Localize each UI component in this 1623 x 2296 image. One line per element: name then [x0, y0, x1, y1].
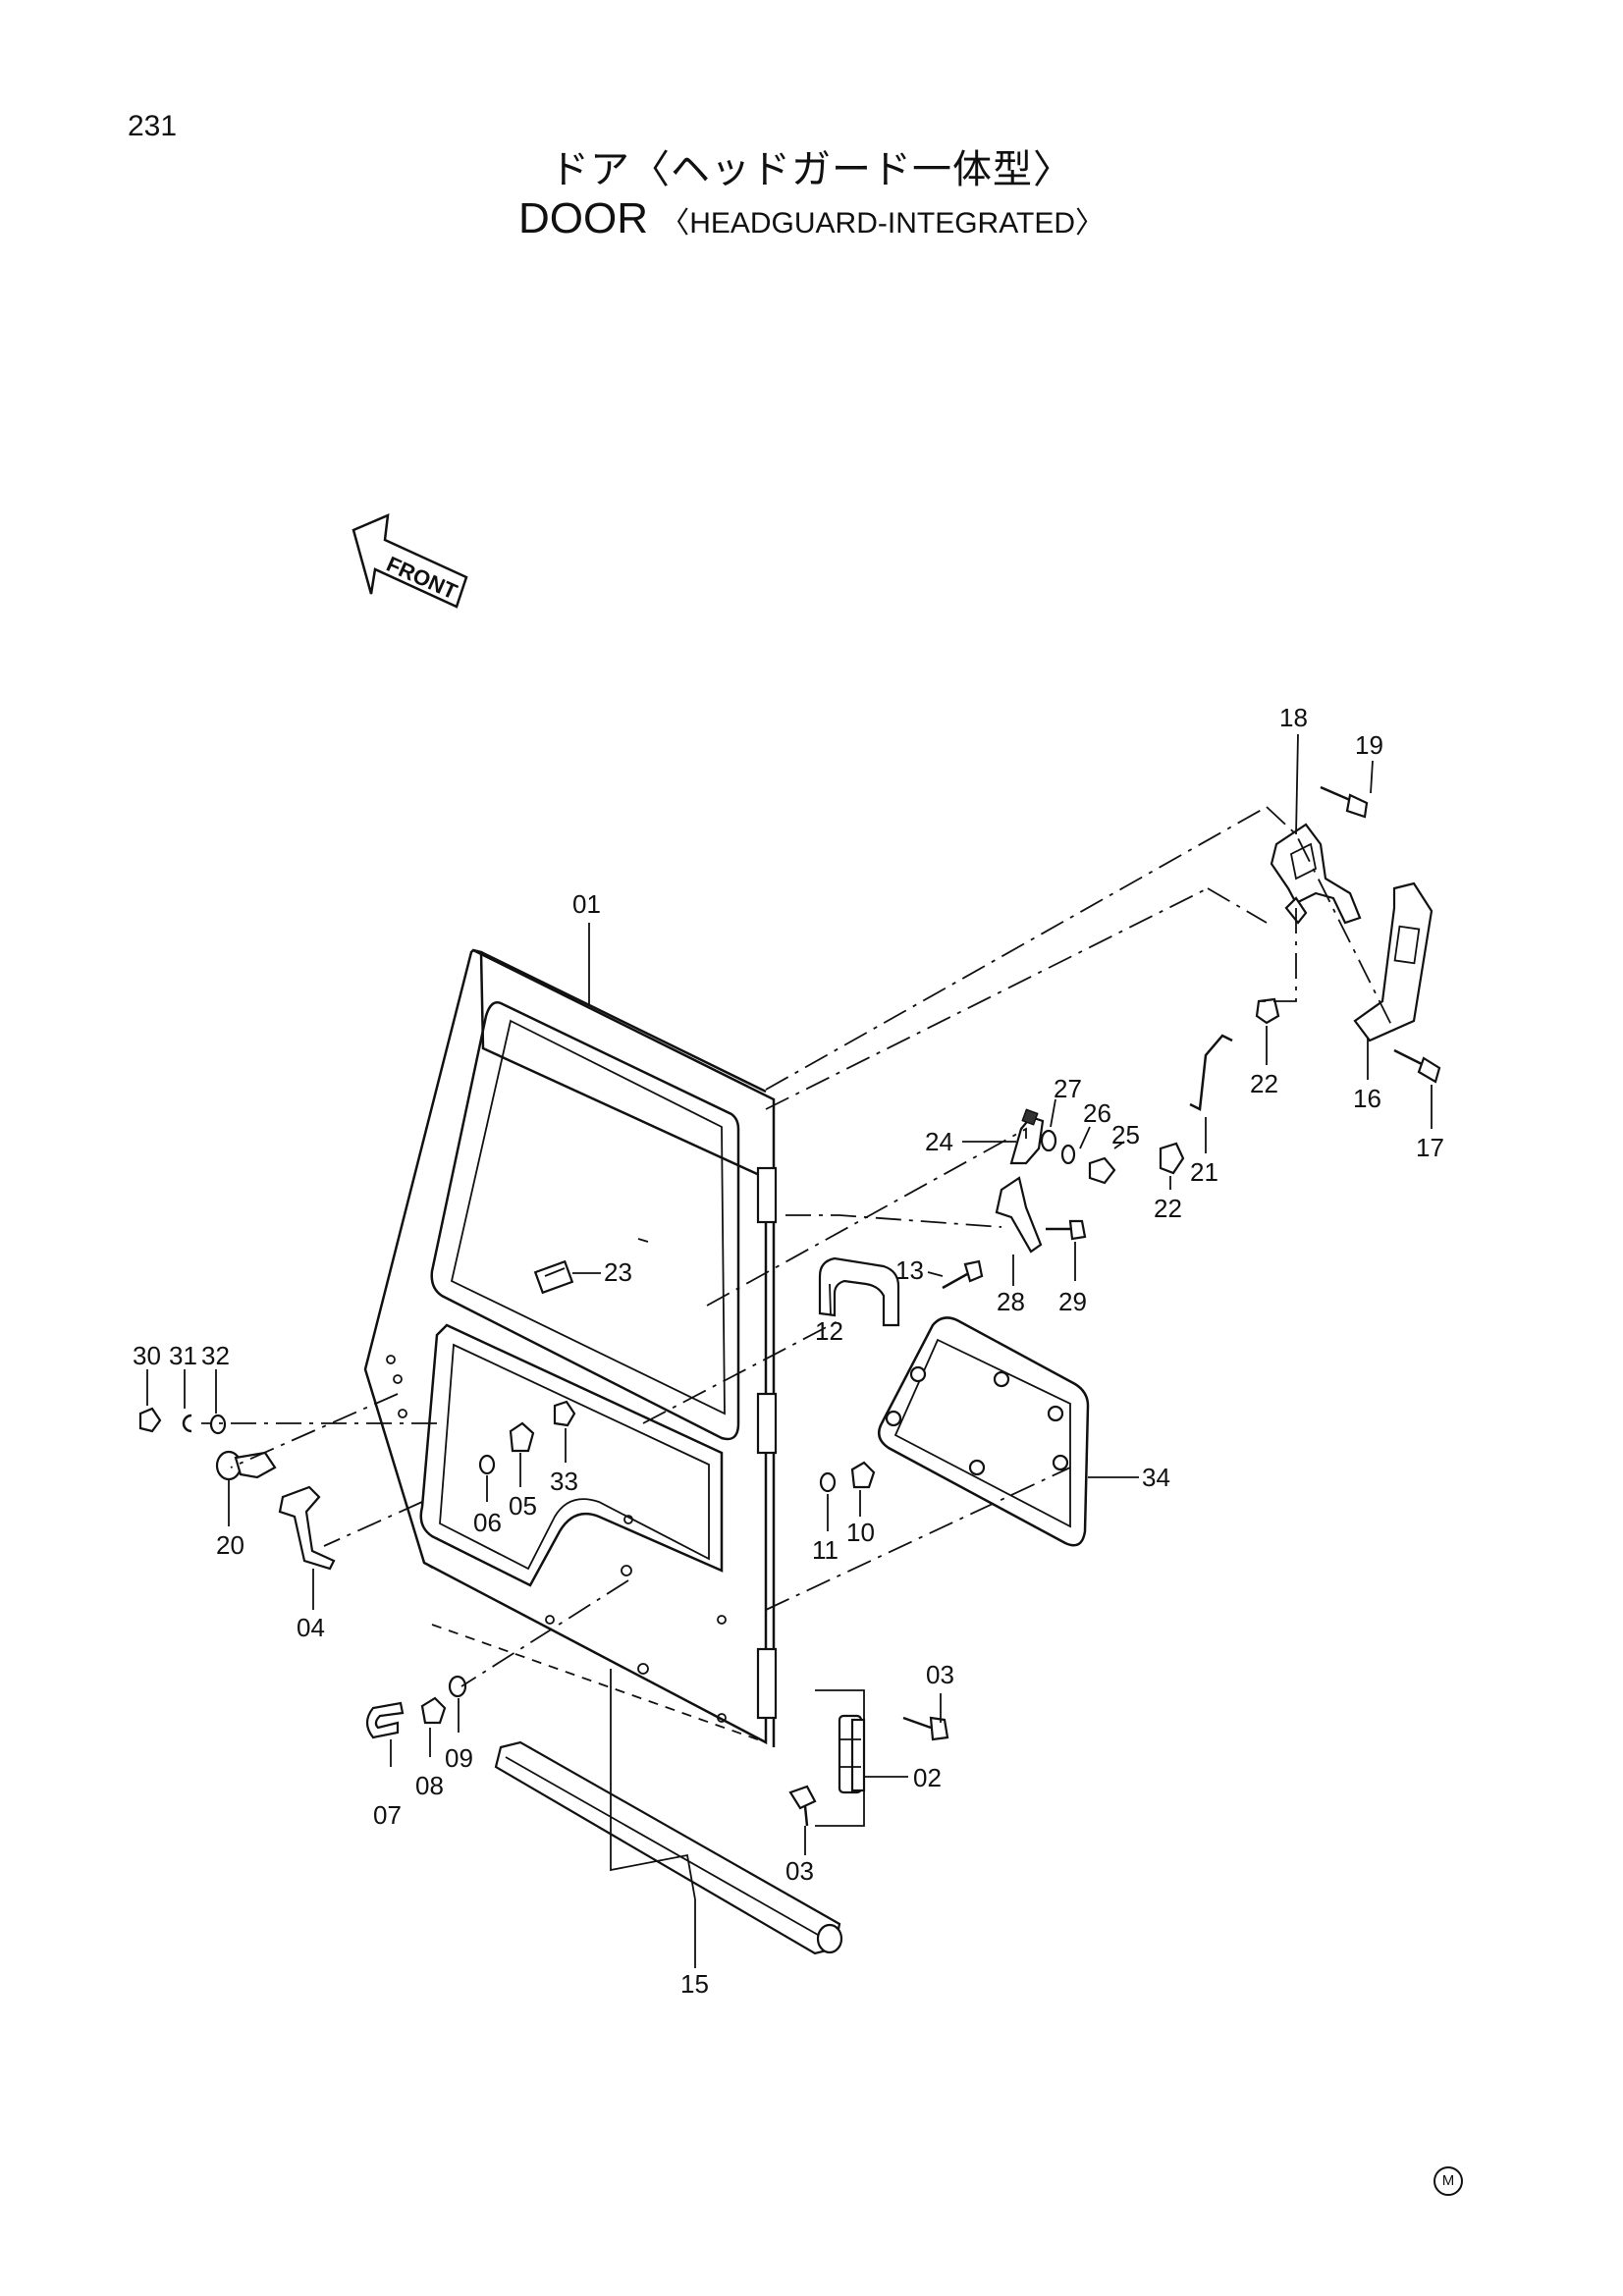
- side-window-panel: [877, 1316, 1090, 1547]
- washer-06: [478, 1454, 496, 1475]
- remote-control-rod: [1009, 1108, 1045, 1165]
- callout-29: 29: [1058, 1287, 1087, 1316]
- striker-plate: [1353, 881, 1434, 1042]
- nut-10: [850, 1461, 876, 1489]
- inner-handle: [818, 1256, 900, 1327]
- title-english-sub: 〈HEADGUARD-INTEGRATED〉: [660, 207, 1106, 240]
- callout-18: 18: [1279, 703, 1308, 732]
- nut-33: [553, 1400, 576, 1427]
- callout-30: 30: [133, 1341, 161, 1370]
- callout-03-lower: 03: [785, 1856, 814, 1886]
- callout-22-upper: 22: [1250, 1069, 1278, 1098]
- callout-20: 20: [216, 1530, 244, 1560]
- callout-32: 32: [201, 1341, 230, 1370]
- callout-labels: 01 18 19 16 17 22 22 21 25 26 27 24 28 2…: [133, 703, 1444, 1999]
- outer-handle: [278, 1485, 336, 1571]
- corner-mark-badge: M: [1434, 2166, 1463, 2196]
- door-frame: [363, 948, 778, 1747]
- latch-lever: [995, 1176, 1043, 1254]
- title-japanese: ドア〈ヘッドガード一体型〉: [550, 147, 1073, 192]
- callout-06: 06: [473, 1508, 502, 1537]
- title-english-main: DOOR: [517, 194, 648, 242]
- front-arrow-icon: FRONT: [352, 512, 468, 609]
- nut-25: [1088, 1156, 1116, 1185]
- bolt-29: [1046, 1219, 1087, 1241]
- connecting-rod: [1189, 1034, 1233, 1111]
- rod-clip-upper: [1255, 997, 1280, 1025]
- page-number: 231: [128, 110, 178, 142]
- nut-05: [509, 1421, 535, 1453]
- callout-33: 33: [550, 1467, 578, 1496]
- bolt-03-lower: [788, 1785, 817, 1827]
- callout-26: 26: [1083, 1098, 1111, 1128]
- callout-23: 23: [604, 1257, 632, 1287]
- spring-washer-31: [182, 1414, 192, 1433]
- seal-strip: [494, 1740, 843, 1955]
- washer-26: [1060, 1144, 1076, 1165]
- callout-12: 12: [815, 1316, 843, 1346]
- callout-09: 09: [445, 1743, 473, 1773]
- glass-clip: [533, 1259, 574, 1295]
- callout-13: 13: [895, 1255, 924, 1285]
- callout-15: 15: [680, 1969, 709, 1999]
- callout-04: 04: [297, 1613, 325, 1642]
- door-lock: [215, 1450, 277, 1481]
- callout-08: 08: [415, 1771, 444, 1800]
- bolt-03-upper: [902, 1716, 949, 1741]
- callout-01: 01: [572, 889, 601, 919]
- callout-11: 11: [812, 1535, 839, 1565]
- callout-34: 34: [1142, 1463, 1170, 1492]
- bolt-17: [1393, 1048, 1441, 1084]
- hinge: [838, 1714, 866, 1794]
- callout-27: 27: [1054, 1074, 1082, 1103]
- callout-10: 10: [846, 1518, 875, 1547]
- bolt-19: [1320, 785, 1369, 819]
- callout-22-lower: 22: [1154, 1194, 1182, 1223]
- front-arrow-label: FRONT: [383, 552, 461, 605]
- washer-11: [819, 1471, 837, 1493]
- callout-24: 24: [925, 1127, 953, 1156]
- leader-lines: [146, 733, 1433, 1968]
- callout-05: 05: [509, 1491, 537, 1521]
- latch-assembly: [1270, 823, 1362, 925]
- callout-16: 16: [1353, 1084, 1381, 1113]
- callout-25: 25: [1111, 1120, 1140, 1149]
- bolt-13: [942, 1259, 984, 1290]
- callout-28: 28: [997, 1287, 1025, 1316]
- callout-07: 07: [373, 1800, 402, 1830]
- title-english: DOOR 〈HEADGUARD-INTEGRATED〉: [0, 194, 1623, 243]
- nut-30: [138, 1407, 162, 1433]
- washer-27: [1040, 1129, 1057, 1152]
- washer-32: [209, 1414, 227, 1435]
- rod-clip-lower: [1159, 1142, 1185, 1175]
- callout-02: 02: [913, 1763, 942, 1792]
- u-bolt-07: [365, 1701, 405, 1739]
- washer-09: [448, 1675, 467, 1698]
- callout-03-upper: 03: [926, 1660, 954, 1689]
- callout-31: 31: [169, 1341, 197, 1370]
- callout-21: 21: [1190, 1157, 1218, 1187]
- callout-17: 17: [1416, 1133, 1444, 1162]
- callout-19: 19: [1355, 730, 1383, 760]
- nut-08: [420, 1696, 447, 1725]
- alignment-lines: [201, 806, 1395, 1827]
